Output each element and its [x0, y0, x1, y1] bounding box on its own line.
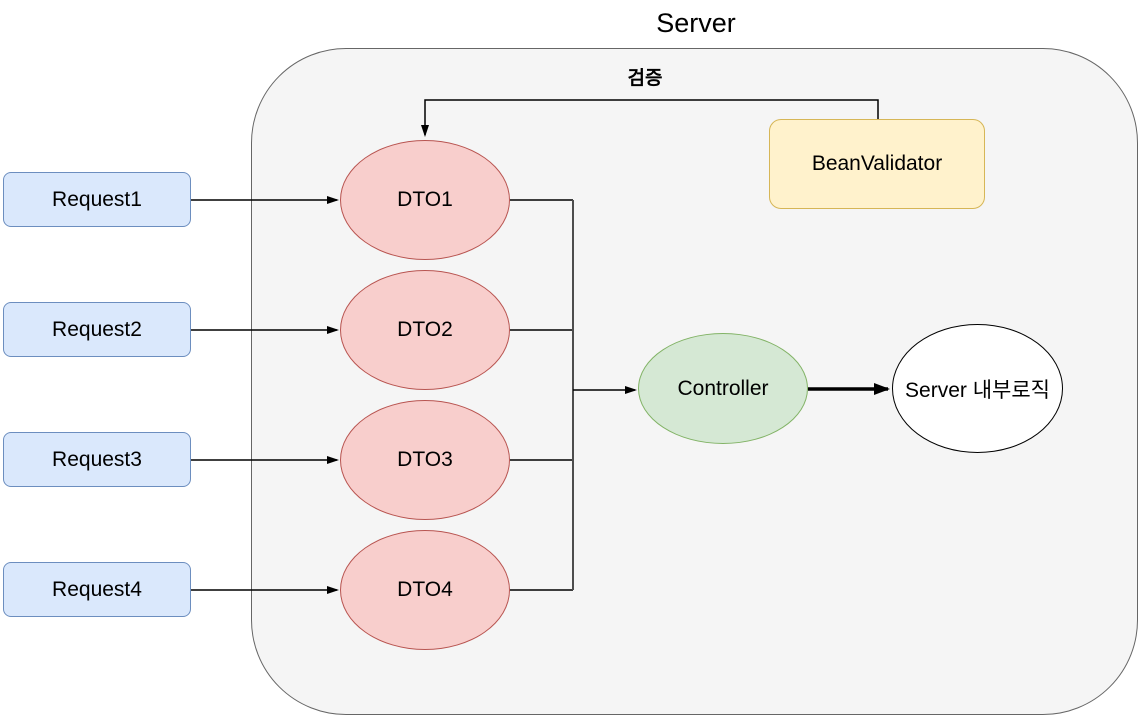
node-request3: Request3 [3, 432, 191, 487]
node-controller: Controller [638, 333, 808, 444]
node-dto3-label: DTO3 [397, 448, 453, 471]
node-dto3: DTO3 [340, 400, 510, 520]
node-server-internal-logic: Server 내부로직 [892, 324, 1063, 453]
node-dto1: DTO1 [340, 140, 510, 260]
validation-edge-label: 검증 [627, 68, 663, 89]
node-bean-validator: BeanValidator [769, 119, 985, 209]
node-controller-label: Controller [677, 376, 769, 400]
node-dto4-label: DTO4 [397, 578, 453, 601]
edge-beanvalidator-dto1 [421, 99, 879, 137]
node-dto2: DTO2 [340, 270, 510, 390]
node-request1-label: Request1 [52, 187, 142, 211]
node-request4: Request4 [3, 562, 191, 617]
diagram-title: Server [656, 8, 736, 38]
node-request4-label: Request4 [52, 577, 142, 601]
node-dto2-label: DTO2 [397, 318, 453, 341]
node-dto4: DTO4 [340, 530, 510, 650]
node-dto1-label: DTO1 [397, 188, 453, 211]
node-request1: Request1 [3, 172, 191, 227]
node-bean-validator-label: BeanValidator [811, 152, 943, 175]
node-server-internal-logic-label: Server 내부로직 [905, 378, 1050, 402]
node-request2: Request2 [3, 302, 191, 357]
node-request2-label: Request2 [52, 317, 142, 341]
node-request3-label: Request3 [52, 447, 142, 471]
